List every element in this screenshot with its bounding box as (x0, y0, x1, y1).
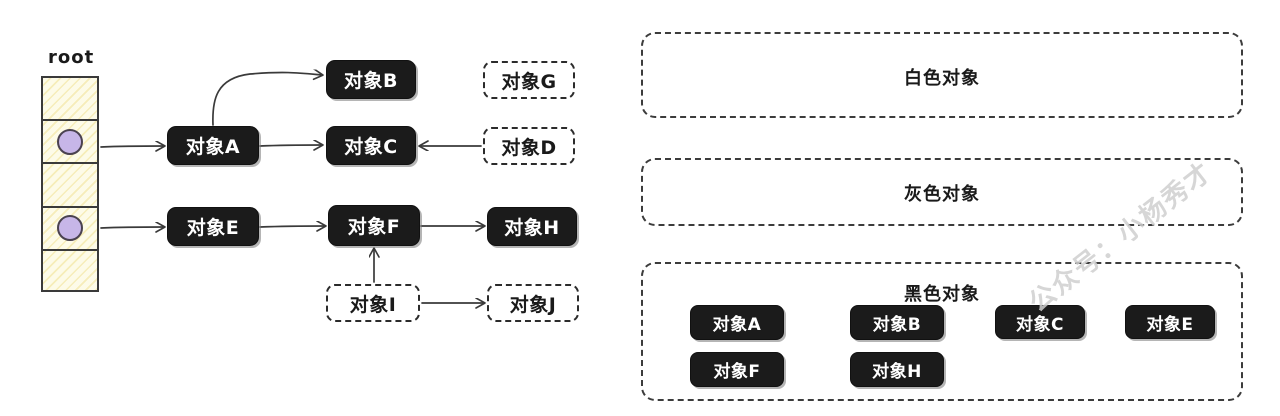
panel-white-title: 白色对象 (904, 68, 980, 89)
edge-root-to-E (100, 227, 164, 228)
object-node-G[interactable]: 对象G (483, 61, 575, 99)
edge-A-to-B (212, 72, 322, 126)
black-object-chip-C[interactable]: 对象C (995, 305, 1085, 339)
stack-cell (43, 251, 97, 294)
black-object-chip-E[interactable]: 对象E (1125, 305, 1215, 339)
edge-root-to-A (100, 146, 164, 147)
panel-black-title: 黑色对象 (904, 284, 980, 305)
edge-A-to-C (259, 145, 322, 146)
root-label: root (48, 47, 95, 68)
object-node-J[interactable]: 对象J (487, 284, 579, 322)
root-stack (41, 76, 99, 292)
black-object-chip-H[interactable]: 对象H (850, 352, 944, 387)
object-node-C[interactable]: 对象C (326, 126, 416, 165)
object-node-B[interactable]: 对象B (326, 60, 416, 99)
stack-cell (43, 121, 97, 165)
object-node-H[interactable]: 对象H (487, 207, 577, 246)
object-node-I[interactable]: 对象I (326, 284, 420, 322)
edge-E-to-F (259, 226, 325, 227)
stack-cell (43, 164, 97, 208)
reference-dot-icon (57, 128, 83, 155)
stack-cell (43, 78, 97, 122)
panel-gray-objects: 灰色对象 (641, 158, 1243, 226)
object-node-A[interactable]: 对象A (167, 126, 259, 165)
black-object-chip-A[interactable]: 对象A (690, 305, 784, 340)
panel-gray-title: 灰色对象 (904, 184, 980, 205)
reference-dot-icon (57, 215, 83, 242)
black-object-chip-F[interactable]: 对象F (690, 352, 784, 387)
object-node-F[interactable]: 对象F (328, 205, 420, 246)
stack-cell (43, 208, 97, 251)
object-node-E[interactable]: 对象E (167, 207, 259, 246)
panel-white-objects: 白色对象 (641, 32, 1243, 118)
black-object-chip-B[interactable]: 对象B (850, 305, 944, 340)
object-node-D[interactable]: 对象D (483, 127, 575, 165)
